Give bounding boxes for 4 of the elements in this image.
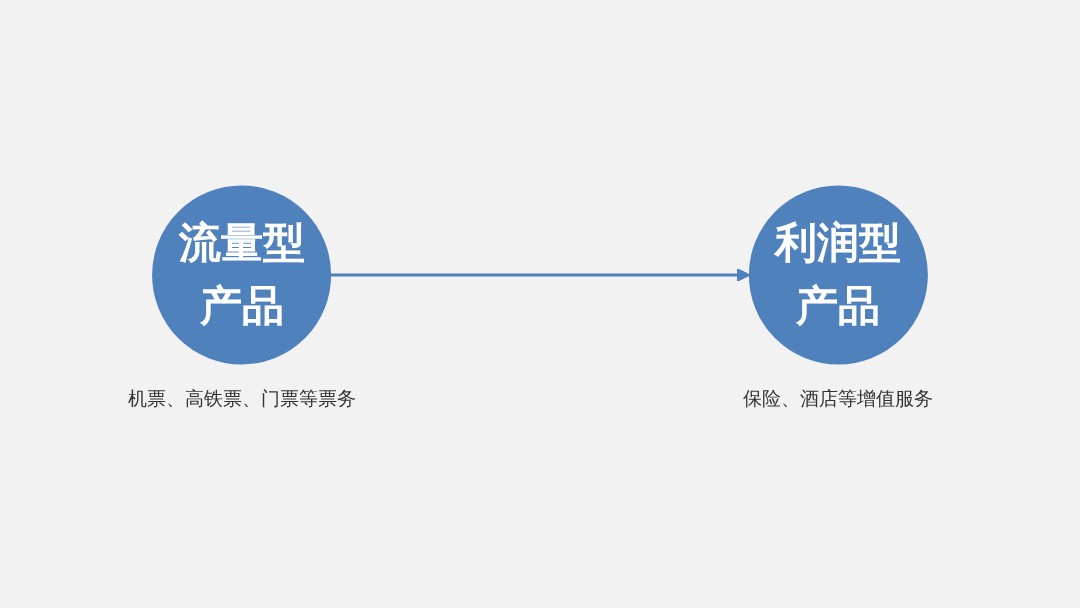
node-circle: 流量型产品 bbox=[152, 185, 332, 365]
node-caption: 保险、酒店等增值服务 bbox=[743, 385, 934, 411]
node-circle: 利润型产品 bbox=[748, 185, 928, 365]
node-caption: 机票、高铁票、门票等票务 bbox=[127, 385, 356, 411]
